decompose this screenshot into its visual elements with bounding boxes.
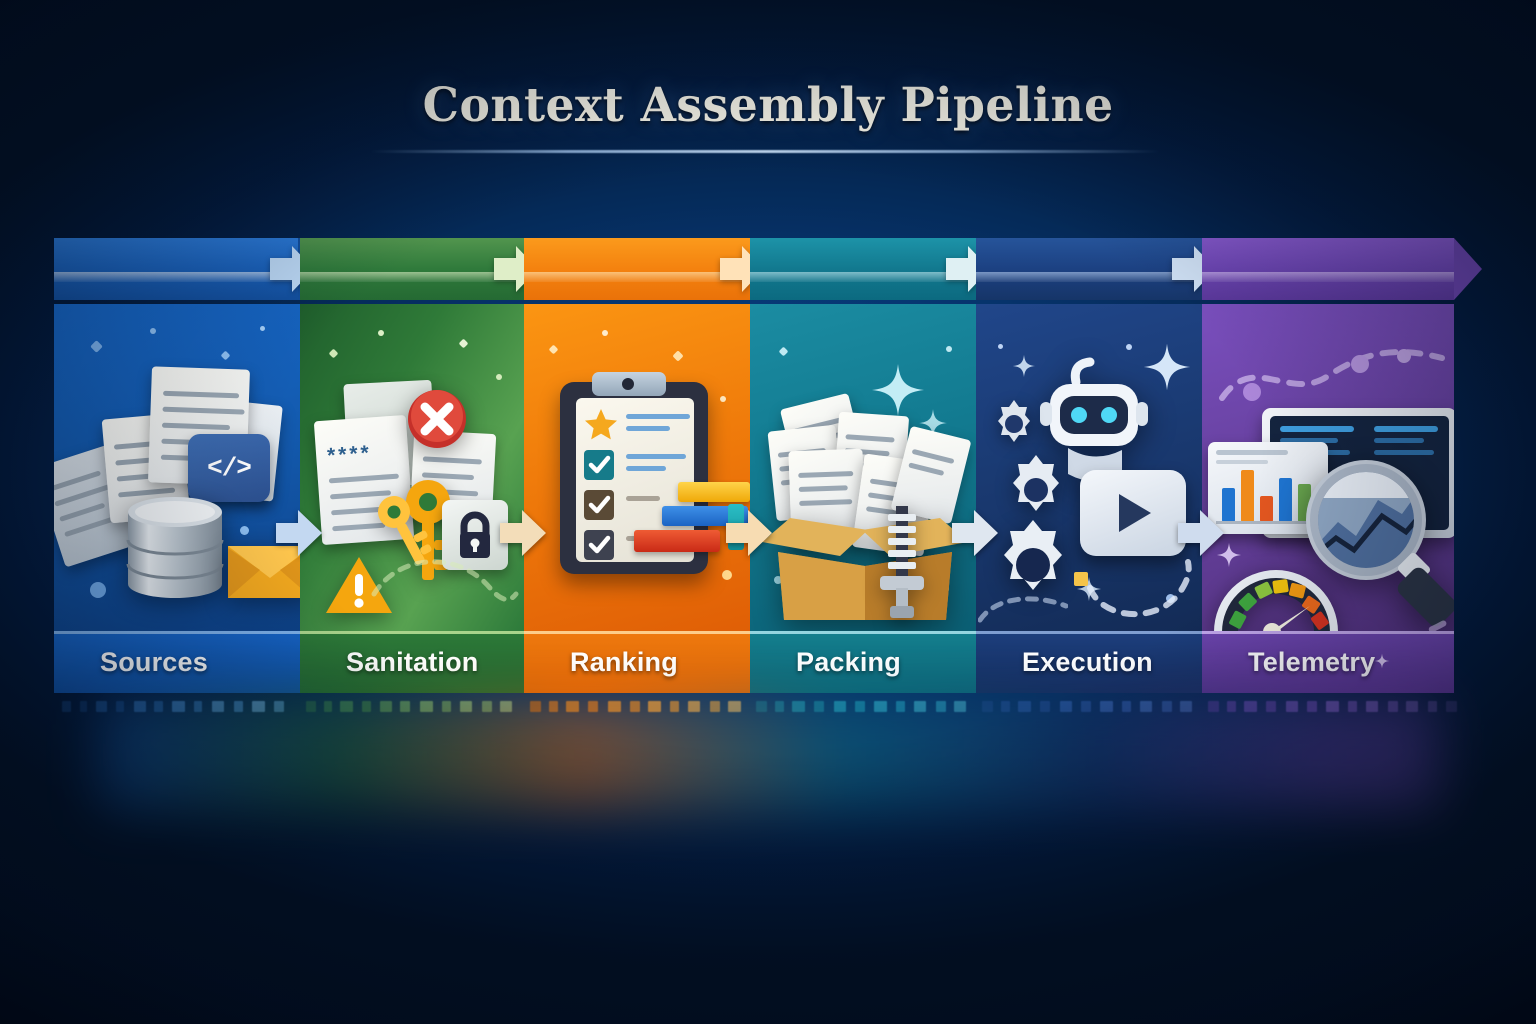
pipeline-reflection [54, 698, 1482, 718]
stage-band-telemetry [1202, 238, 1482, 300]
stage-label-bar-ranking: Ranking [524, 631, 750, 693]
pipeline-diagram: </> [54, 238, 1482, 693]
error-circle-icon [408, 390, 466, 448]
sparkle-icon [1012, 354, 1036, 378]
pipeline-stage-ranking[interactable]: Ranking [524, 238, 772, 693]
connector-arrow-icon [952, 510, 998, 556]
checkbox-checked-icon [584, 530, 614, 560]
stage-label: Telemetry [1248, 646, 1376, 677]
zipper-icon [880, 506, 924, 618]
stage-label-bar-telemetry: Telemetry [1202, 631, 1454, 693]
stage-band-execution [976, 238, 1216, 300]
stage-label: Execution [1022, 646, 1153, 677]
stage-label: Ranking [570, 646, 678, 677]
connector-arrow-icon [500, 510, 546, 556]
connector-arrow-icon [1178, 510, 1224, 556]
stage-art-packing [750, 304, 976, 631]
pipeline-stage-sanitation[interactable]: **** [300, 238, 546, 693]
stage-label-bar-sanitation: Sanitation [300, 631, 524, 693]
checkbox-checked-icon [584, 450, 614, 480]
connector-arrow-icon [726, 510, 772, 556]
checkbox-checked-icon [584, 490, 614, 520]
dashed-path-icon [1087, 559, 1192, 617]
pipeline-stage-packing[interactable]: Packing [750, 238, 998, 693]
stage-band-packing [750, 238, 990, 300]
box-open-icon [762, 518, 968, 620]
stage-label: Sources [100, 646, 208, 677]
database-icon [126, 497, 224, 598]
stage-art-telemetry [1202, 304, 1454, 631]
stage-label-bar-packing: Packing [750, 631, 976, 693]
play-button-icon[interactable] [1080, 470, 1186, 556]
star-icon [585, 409, 617, 440]
pipeline-stage-telemetry[interactable]: Telemetry [1202, 238, 1482, 693]
dashed-path-icon [978, 596, 1068, 623]
stage-label: Sanitation [346, 646, 479, 677]
stage-label-bar-sources: Sources [54, 631, 300, 693]
stage-band-ranking [524, 238, 764, 300]
stage-art-execution [976, 304, 1202, 631]
title-block: Context Assembly Pipeline [0, 78, 1536, 133]
dashed-path-icon [1420, 619, 1449, 631]
connector-arrow-icon [276, 510, 322, 556]
dashed-path-icon [1219, 349, 1445, 401]
stage-art-sanitation: **** [300, 304, 524, 631]
stage-label-bar-execution: Execution [976, 631, 1202, 693]
gear-icon [998, 400, 1030, 442]
stage-art-sources: </> [54, 304, 300, 631]
title-divider [370, 150, 1160, 153]
masked-text: **** [326, 441, 373, 468]
stage-art-ranking [524, 304, 750, 631]
pipeline-stage-sources[interactable]: </> [54, 238, 326, 693]
pipeline-stage-execution[interactable]: Execution [976, 238, 1224, 693]
stage-band-sources [54, 238, 326, 300]
page-title: Context Assembly Pipeline [422, 78, 1114, 133]
stage-label: Packing [796, 646, 901, 677]
dashed-path-icon [371, 559, 519, 602]
stage-band-sanitation [300, 238, 538, 300]
sparkle-icon [1374, 653, 1390, 669]
band-end-tip-icon [1454, 238, 1482, 300]
